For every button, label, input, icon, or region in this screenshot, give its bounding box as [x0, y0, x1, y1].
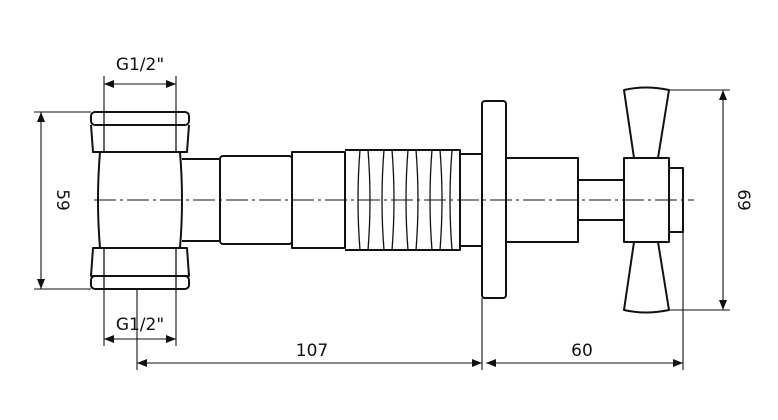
arrowhead-icon	[719, 90, 727, 100]
bottom-collar	[90, 247, 190, 277]
dimension-handle-height: 69	[669, 89, 753, 311]
dimension-body-height: 59	[34, 111, 91, 290]
length-60-label: 60	[571, 341, 593, 361]
tee-body	[90, 111, 220, 290]
arrowhead-icon	[472, 359, 482, 367]
arrowhead-icon	[719, 300, 727, 310]
thread-bottom-label: G1/2"	[116, 315, 164, 335]
sleeve-mid-section	[291, 151, 346, 249]
arrowhead-icon	[37, 112, 45, 122]
bottom-collar-lip	[90, 275, 190, 290]
arrowhead-icon	[166, 80, 176, 88]
handle-arm-bottom	[623, 241, 670, 314]
dimension-length-107: 107	[136, 289, 483, 370]
handle-height-label: 69	[733, 189, 753, 211]
cross-handle	[623, 86, 684, 314]
top-collar-thread-lines	[103, 112, 177, 152]
body-height-label: 59	[52, 189, 72, 211]
dimension-thread-top: G1/2"	[103, 55, 177, 112]
arrowhead-icon	[37, 279, 45, 289]
length-107-label: 107	[296, 341, 328, 361]
arrowhead-icon	[486, 359, 496, 367]
arrowhead-icon	[137, 359, 147, 367]
arrowhead-icon	[104, 80, 114, 88]
arrowhead-icon	[166, 335, 176, 343]
arrowhead-icon	[104, 335, 114, 343]
bottom-collar-thread-lines	[103, 248, 177, 289]
rib-3	[381, 149, 385, 251]
handle-arm-top	[623, 86, 670, 159]
branch-stub	[182, 158, 220, 242]
dimension-length-60: 60	[486, 232, 684, 370]
dimension-thread-bottom: G1/2"	[103, 289, 177, 346]
arrowhead-icon	[673, 359, 683, 367]
thread-top-label: G1/2"	[116, 55, 164, 75]
top-collar-lip	[90, 111, 190, 126]
top-collar	[90, 124, 190, 153]
